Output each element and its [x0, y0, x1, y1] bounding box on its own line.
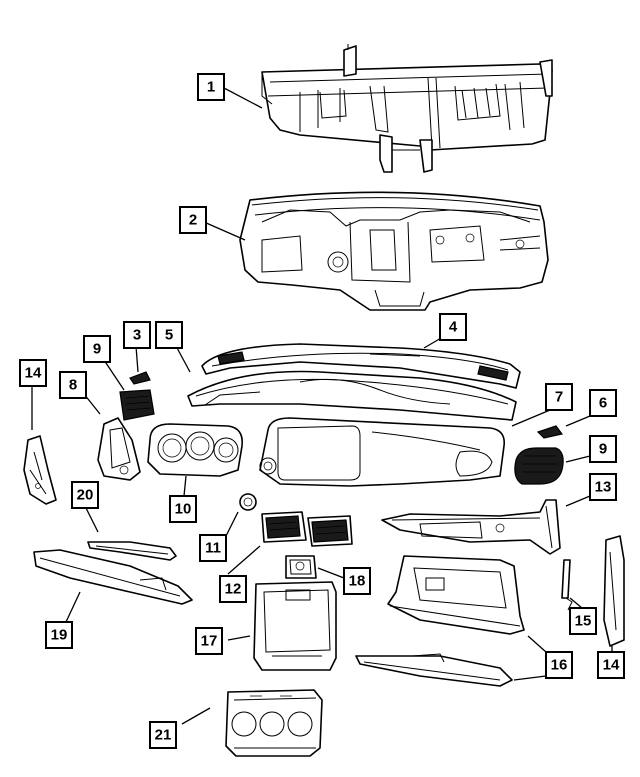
callout-20: 20	[71, 481, 99, 509]
part-19-left-lower-panel	[33, 549, 193, 605]
part-10-cluster-bezel	[147, 423, 244, 477]
callout-9-left: 9	[83, 335, 111, 363]
callout-label: 16	[551, 657, 568, 674]
part-20-knee-bolster	[87, 541, 177, 561]
callout-label: 9	[93, 341, 101, 358]
callout-7: 7	[545, 383, 573, 411]
callout-label: 11	[205, 540, 221, 557]
callout-label: 13	[595, 479, 612, 496]
part-7-center-panel	[259, 417, 506, 487]
callout-10: 10	[169, 495, 197, 523]
callout-4: 4	[439, 313, 467, 341]
callout-label: 5	[165, 327, 173, 344]
part-21-climate-control	[225, 689, 323, 757]
callout-21: 21	[149, 721, 177, 749]
part-1-cross-car-beam	[261, 44, 553, 173]
callout-label: 6	[599, 395, 607, 412]
callout-label: 4	[449, 319, 458, 336]
part-13-right-lower-panel	[381, 499, 561, 555]
part-9-right-air-outlet	[514, 447, 564, 485]
callout-label: 19	[51, 627, 68, 644]
callout-label: 9	[599, 441, 607, 458]
callout-9-right: 9	[589, 435, 617, 463]
part-12-center-air-outlets	[261, 511, 353, 547]
callout-1: 1	[197, 73, 225, 101]
callout-19: 19	[45, 621, 73, 649]
callout-label: 7	[555, 389, 563, 406]
part-15-trim-strip	[561, 559, 573, 611]
callout-3: 3	[123, 321, 151, 349]
part-9-left-air-outlet	[119, 389, 155, 421]
callout-label: 15	[575, 613, 592, 630]
callout-label: 14	[25, 365, 42, 382]
part-14-left-end-trim	[23, 435, 57, 505]
callout-16: 16	[545, 651, 573, 679]
callout-14-left: 14	[19, 359, 47, 387]
part-14-right-end-trim	[603, 535, 625, 647]
callout-label: 18	[349, 573, 366, 590]
callout-8: 8	[59, 371, 87, 399]
part-2-instrument-panel-carrier	[239, 191, 549, 311]
callout-label: 12	[225, 581, 242, 598]
callout-label: 20	[77, 487, 94, 504]
part-18-clock	[285, 555, 317, 579]
part-11-round-switch	[239, 493, 257, 511]
callout-15: 15	[569, 607, 597, 635]
callout-17: 17	[195, 627, 223, 655]
part-4-upper-pad	[201, 343, 521, 389]
part-6-right-defrost-grille	[536, 425, 564, 439]
callout-label: 1	[207, 79, 215, 96]
part-5-panel-cover	[187, 370, 517, 421]
callout-label: 10	[175, 501, 192, 518]
callout-label: 21	[155, 727, 172, 744]
callout-label: 3	[133, 327, 141, 344]
callout-18: 18	[343, 567, 371, 595]
callout-2: 2	[179, 206, 207, 234]
callout-label: 17	[201, 633, 218, 650]
callout-11: 11	[199, 534, 227, 562]
callout-label: 2	[189, 212, 197, 229]
part-3-defrost-grille	[129, 371, 151, 385]
callout-label: 8	[69, 377, 77, 394]
part-16-glovebox	[355, 555, 525, 687]
part-8-left-bezel	[97, 417, 141, 481]
callout-label: 14	[603, 657, 620, 674]
leader-lines	[31, 87, 613, 725]
part-17-center-stack-bezel	[253, 581, 337, 671]
callout-6: 6	[589, 389, 617, 417]
callout-14-right: 14	[597, 651, 625, 679]
callout-12: 12	[219, 575, 247, 603]
callout-13: 13	[589, 473, 617, 501]
callout-5: 5	[155, 321, 183, 349]
